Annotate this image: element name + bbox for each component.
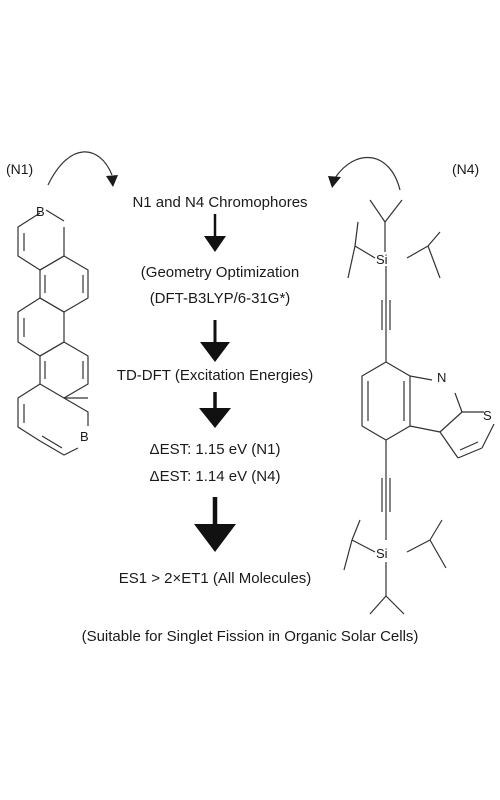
down-arrow-2 xyxy=(200,320,230,362)
curved-arrow-n1-head xyxy=(106,175,118,187)
down-arrow-4 xyxy=(194,497,236,552)
n4-molecule-structure xyxy=(343,199,495,615)
n1-ring-1 xyxy=(17,212,65,271)
n1-label: (N1) xyxy=(6,161,34,177)
step-dft-method: (DFT-B3LYP/6-31G*) xyxy=(149,290,291,307)
curved-arrow-n4 xyxy=(334,156,401,191)
n1-ring-2 xyxy=(39,255,89,313)
n4-label: (N4) xyxy=(452,161,480,177)
atom-boron-bottom: B xyxy=(80,429,89,444)
n4-benzene-ring xyxy=(361,361,411,441)
step-delta-est-n4: ΔEST: 1.14 eV (N4) xyxy=(149,468,281,485)
atom-silicon-top: Si xyxy=(376,252,388,267)
atom-boron-top: B xyxy=(36,204,45,219)
curved-arrow-n1 xyxy=(47,151,113,186)
step-td-dft: TD-DFT (Excitation Energies) xyxy=(116,367,314,384)
step-delta-est-n1: ΔEST: 1.15 eV (N1) xyxy=(149,441,281,458)
atom-nitrogen: N xyxy=(437,370,447,385)
step-geometry-optimization: (Geometry Optimization xyxy=(140,264,300,281)
n1-molecule-structure xyxy=(17,209,89,456)
step-chromophores: N1 and N4 Chromophores xyxy=(132,194,308,211)
step-energy-condition: ES1 > 2×ET1 (All Molecules) xyxy=(118,570,312,587)
down-arrow-3 xyxy=(199,392,231,428)
n1-ring-4 xyxy=(39,341,89,399)
curved-arrow-n4-head xyxy=(328,176,341,188)
n1-ring-3 xyxy=(17,297,65,357)
footer-conclusion: (Suitable for Singlet Fission in Organic… xyxy=(81,628,419,645)
down-arrow-1 xyxy=(204,214,226,252)
n1-ring-5 xyxy=(63,397,89,426)
atom-silicon-bottom: Si xyxy=(376,546,388,561)
atom-sulfur: S xyxy=(483,408,492,423)
